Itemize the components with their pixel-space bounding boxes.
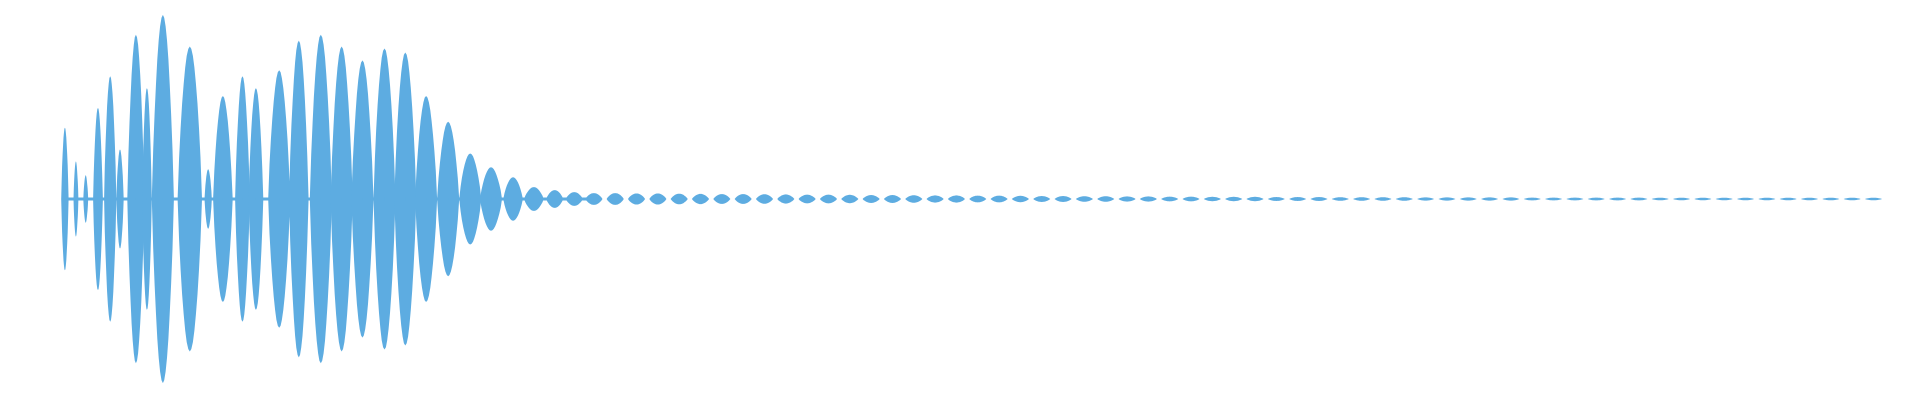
waveform-burst — [1566, 197, 1584, 201]
waveform-burst — [1715, 197, 1733, 201]
waveform-bursts — [61, 14, 1883, 384]
waveform-burst — [905, 195, 923, 203]
waveform-baseline-segment — [208, 197, 223, 201]
waveform-burst — [691, 193, 710, 205]
waveform-burst — [1267, 197, 1285, 201]
waveform-burst — [1353, 197, 1371, 201]
waveform-burst — [969, 195, 987, 203]
waveform-burst — [798, 194, 816, 204]
waveform-baseline-segment — [448, 197, 471, 201]
waveform-baseline-segment — [320, 197, 342, 201]
waveform-baseline-segment — [97, 197, 111, 201]
waveform-baseline-segment — [279, 197, 299, 201]
waveform-baseline-segment — [362, 197, 385, 201]
waveform-burst — [883, 195, 901, 203]
waveform-baseline-segment — [135, 197, 147, 201]
waveform-baseline-segment — [255, 197, 280, 201]
waveform-baseline-segment — [513, 197, 534, 201]
waveform-burst — [1118, 196, 1136, 202]
waveform-burst — [1203, 196, 1221, 202]
waveform-baseline-segment — [574, 197, 594, 201]
waveform-burst — [1374, 197, 1392, 201]
waveform-burst — [1651, 197, 1669, 201]
waveform-burst — [649, 193, 667, 205]
waveform-burst — [1438, 197, 1456, 201]
waveform-burst — [1417, 197, 1435, 201]
waveform-baseline-segment — [110, 197, 121, 201]
waveform-burst — [1736, 197, 1755, 201]
waveform-baseline-segment — [491, 197, 514, 201]
waveform-burst — [1139, 196, 1157, 202]
waveform-burst — [1289, 197, 1307, 201]
waveform-burst — [1075, 196, 1093, 202]
waveform-burst — [1822, 197, 1840, 201]
waveform-burst — [755, 194, 774, 204]
waveform-baseline-segment — [533, 197, 555, 201]
waveform-baseline-segment — [146, 197, 163, 201]
waveform-burst — [713, 194, 731, 204]
waveform-baseline-segment — [85, 197, 98, 201]
waveform-burst — [1779, 197, 1797, 201]
waveform-burst — [1097, 196, 1115, 202]
waveform-burst — [1545, 197, 1563, 201]
waveform-burst — [1331, 197, 1349, 201]
waveform-burst — [1843, 197, 1861, 201]
waveform-burst — [1523, 197, 1541, 201]
waveform-burst — [1608, 197, 1627, 201]
waveform-baseline-segment — [120, 197, 136, 201]
waveform-baseline-segment — [341, 197, 363, 201]
waveform-burst — [1502, 197, 1520, 201]
waveform-burst — [819, 194, 837, 204]
waveform-burst — [627, 193, 646, 205]
waveform-baseline-segment — [298, 197, 321, 201]
waveform-burst — [1800, 197, 1819, 201]
waveform-burst — [1395, 197, 1413, 201]
waveform-burst — [841, 194, 859, 204]
waveform-burst — [1630, 197, 1648, 201]
waveform-baseline-segment — [426, 197, 449, 201]
waveform-baseline-segment — [384, 197, 406, 201]
waveform-burst — [1033, 196, 1051, 202]
waveform-burst — [670, 193, 688, 205]
waveform-baseline-segment — [189, 197, 209, 201]
waveform-burst — [1587, 197, 1605, 201]
waveform-burst — [1758, 197, 1776, 201]
waveform-burst — [1481, 197, 1499, 201]
waveform-baseline-segment — [75, 197, 86, 201]
waveform-burst — [777, 194, 795, 204]
waveform-burst — [1011, 195, 1029, 203]
waveform-burst — [585, 193, 603, 205]
waveform-baseline-segment — [470, 197, 492, 201]
waveform-burst — [734, 194, 752, 204]
waveform-burst — [1864, 197, 1883, 201]
waveform-burst — [862, 195, 880, 203]
waveform-burst — [606, 193, 624, 205]
waveform-burst — [990, 195, 1008, 203]
waveform-burst — [926, 195, 944, 203]
waveform-burst — [1054, 196, 1072, 202]
waveform-baseline-segment — [554, 197, 575, 201]
waveform-burst — [1459, 197, 1477, 201]
waveform-burst — [947, 195, 965, 203]
waveform-burst — [1672, 197, 1691, 201]
waveform-baseline-segment — [405, 197, 427, 201]
waveform-burst — [1246, 196, 1264, 202]
waveform-burst — [1310, 197, 1328, 201]
waveform-baseline-segment — [242, 197, 256, 201]
waveform-burst — [1182, 196, 1200, 202]
waveform-burst — [1694, 197, 1712, 201]
waveform-baseline-segment — [64, 197, 76, 201]
waveform-burst — [1161, 196, 1179, 202]
waveform-burst — [1225, 196, 1243, 202]
waveform-baseline-segment — [222, 197, 243, 201]
waveform-baseline-segment — [162, 197, 190, 201]
